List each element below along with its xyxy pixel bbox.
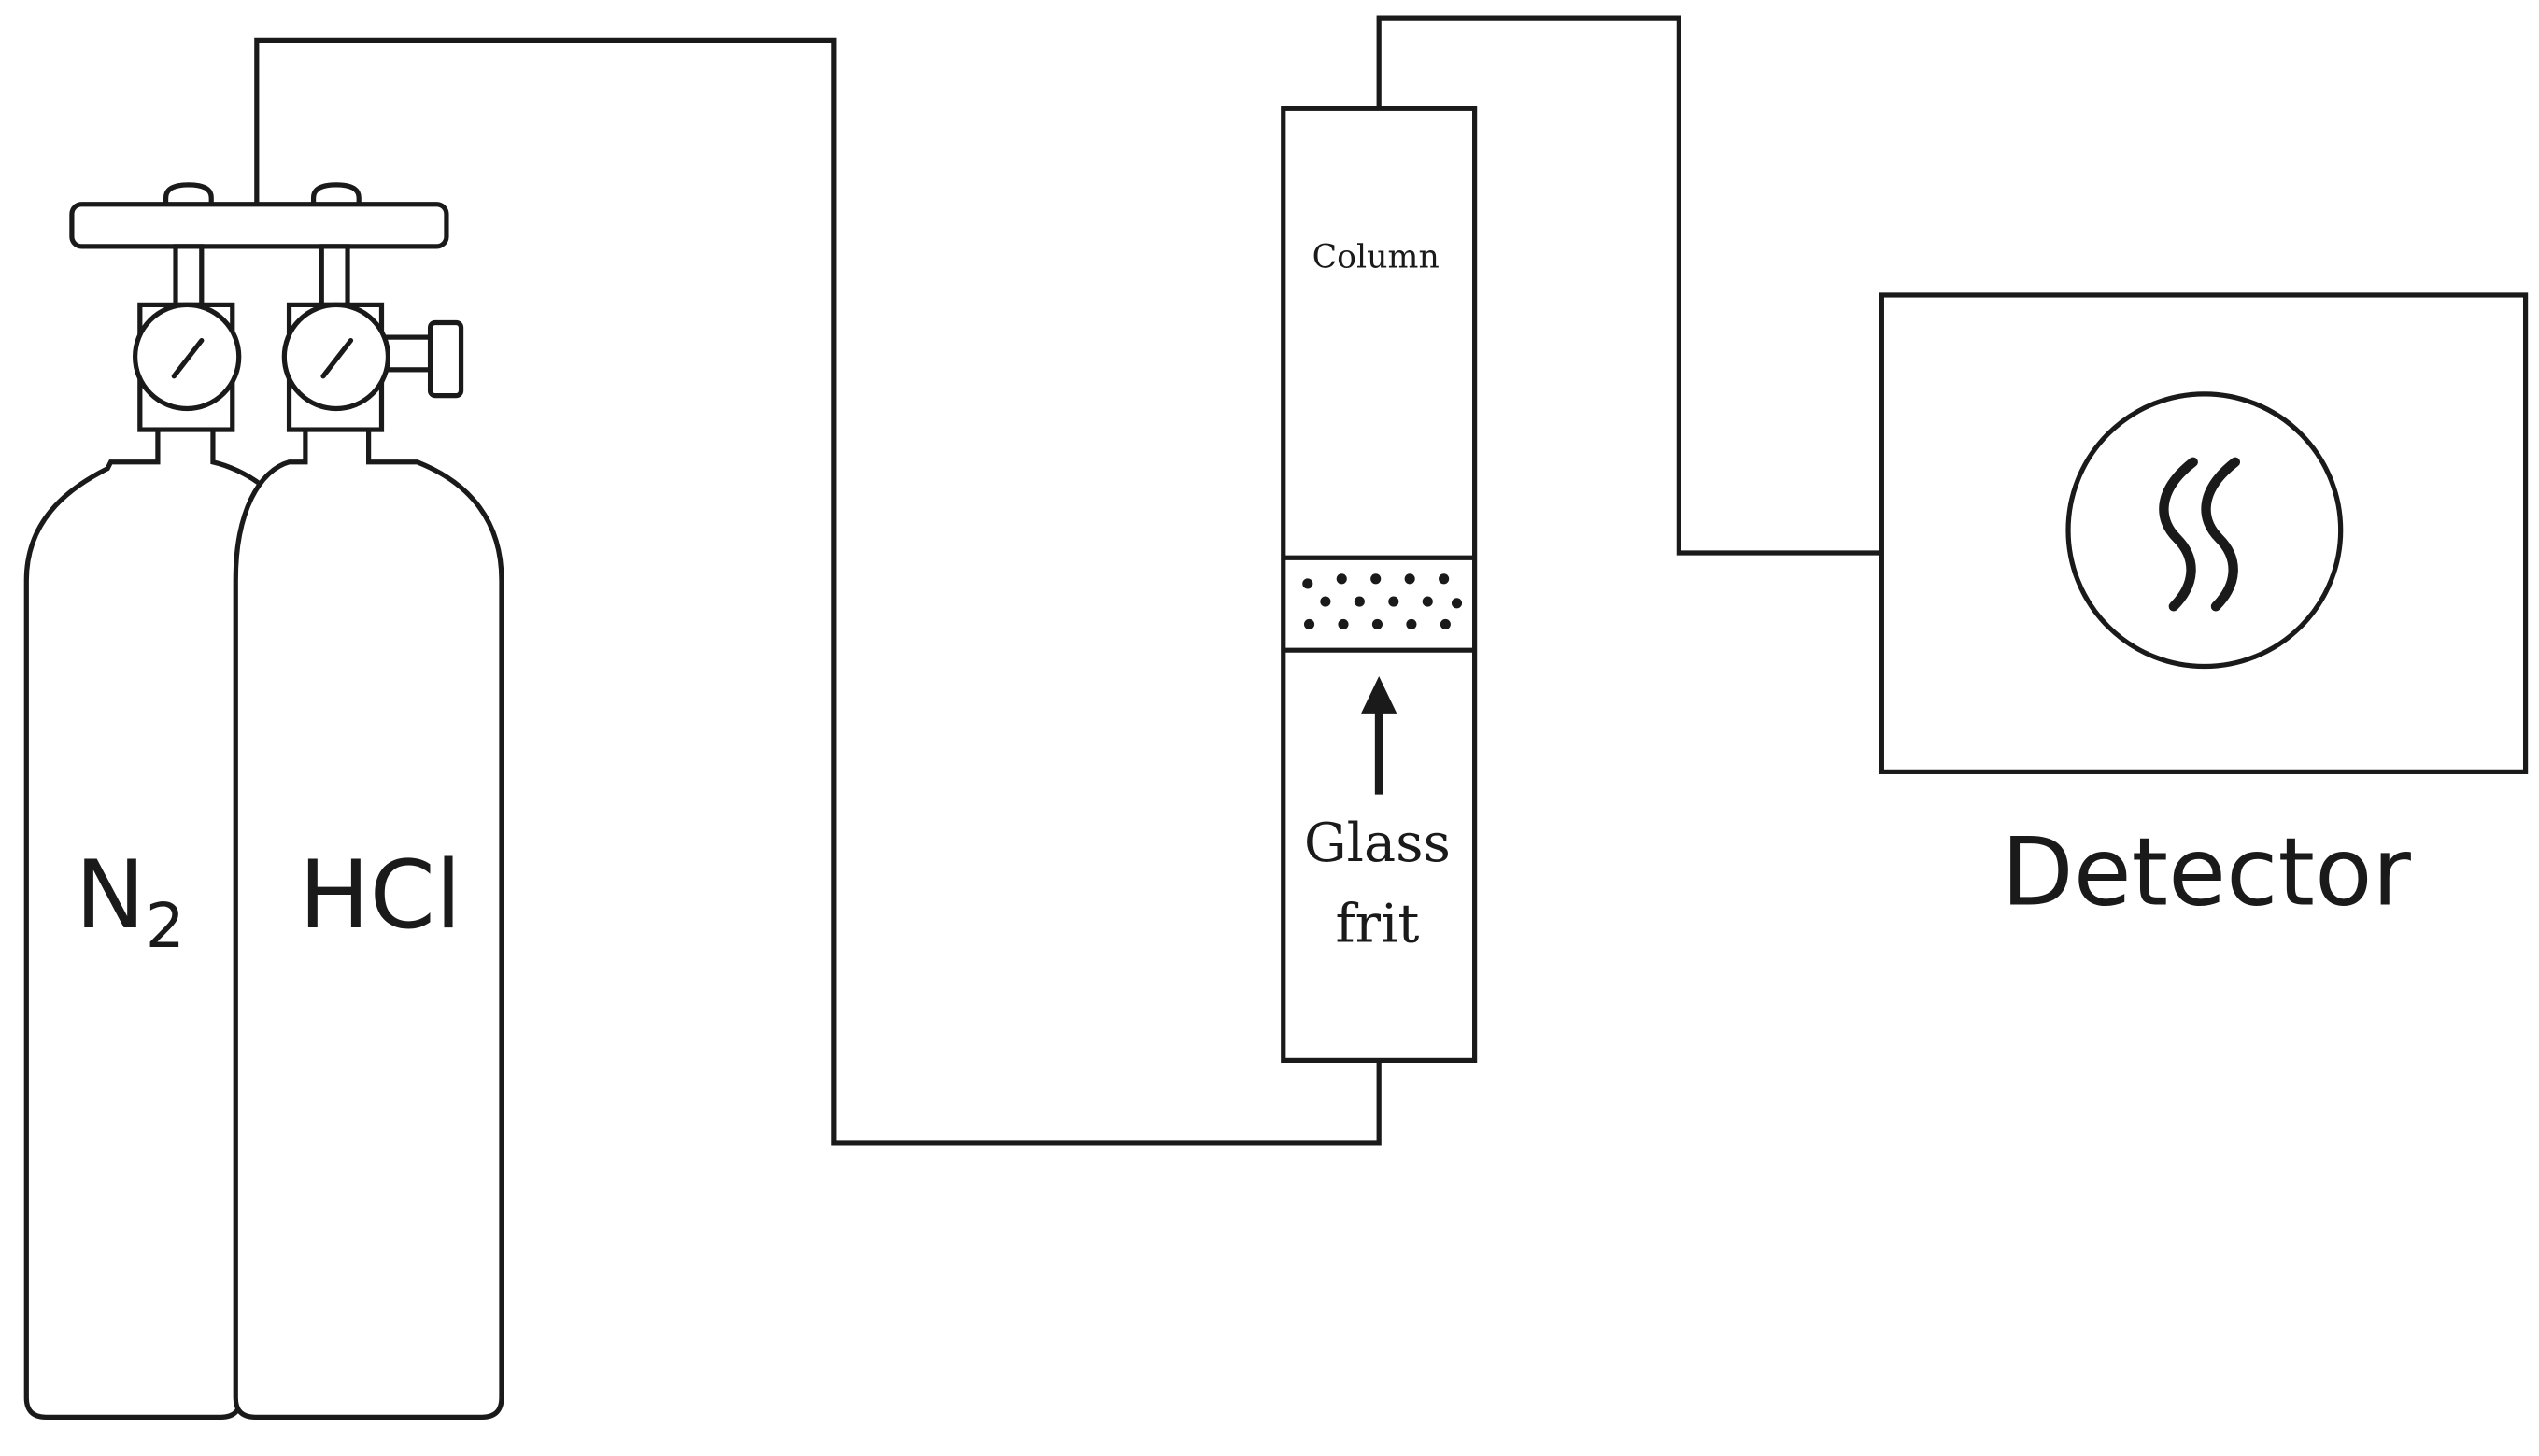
detector-label: Detector: [2001, 818, 2411, 927]
column-to-detector-line: [1376, 15, 1882, 556]
manifold-bar: [69, 202, 449, 249]
frit-particle: [1370, 573, 1382, 585]
hcl-cylinder-label: HCl: [299, 841, 461, 950]
frit-particle: [1404, 573, 1415, 585]
frit-particle: [1320, 596, 1331, 607]
frit-particle: [1440, 618, 1451, 629]
column: [1281, 106, 1478, 1064]
glass-frit-particles: [1302, 573, 1463, 629]
hcl-stem: [319, 244, 350, 307]
frit-particle: [1451, 598, 1463, 609]
frit-particle: [1338, 618, 1349, 629]
hcl-outlet-knob: [427, 319, 464, 399]
frit-particle: [1371, 618, 1383, 629]
frit-particle: [1302, 578, 1313, 589]
column-label: Column: [1312, 238, 1440, 276]
frit-particle: [1422, 596, 1433, 607]
column-tube: [1281, 106, 1478, 1064]
tubing: [254, 15, 1882, 1146]
detector: [1879, 292, 2529, 774]
frit-particle: [1354, 596, 1365, 607]
frit-label-line2: frit: [1335, 893, 1419, 955]
hcl-cylinder: [233, 427, 504, 1420]
frit-label-line1: Glass: [1304, 812, 1451, 874]
frit-particle: [1439, 573, 1450, 585]
heat-wave-icon: [2159, 457, 2241, 612]
n2-gauge-needle: [171, 337, 205, 379]
detector-icon-circle: [2065, 391, 2344, 670]
frit-particle: [1303, 618, 1315, 629]
hcl-gauge-needle: [320, 337, 354, 379]
up-arrow-icon: [1361, 675, 1397, 795]
gas-line-to-column: [254, 37, 1382, 1146]
n2-stem: [173, 244, 205, 307]
detector-box: [1879, 292, 2529, 774]
frit-particle: [1406, 618, 1417, 629]
n2-cylinder-label: N2: [75, 841, 184, 962]
frit-particle: [1336, 573, 1347, 585]
gas-cylinders: [23, 182, 504, 1420]
frit-particle: [1388, 596, 1399, 607]
